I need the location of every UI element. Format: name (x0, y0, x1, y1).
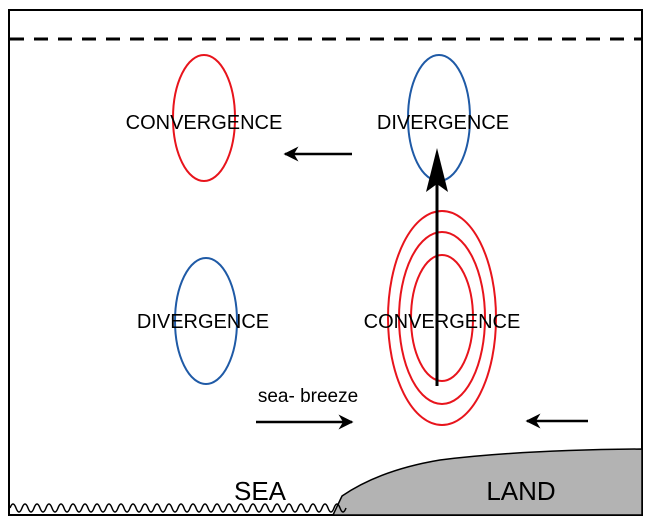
upper-convergence-label: CONVERGENCE (126, 112, 283, 134)
lower-divergence-label: DIVERGENCE (137, 311, 269, 333)
diagram-frame (8, 9, 643, 516)
land-surface (331, 448, 643, 516)
convergence-ring-middle (398, 231, 486, 405)
lower-divergence-ellipse (174, 257, 238, 385)
lower-convergence-label: CONVERGENCE (364, 311, 521, 333)
land-label: LAND (486, 476, 555, 506)
convergence-ring-inner (410, 254, 474, 382)
sea-breeze-label: sea- breeze (258, 386, 358, 407)
sea-waves (9, 503, 347, 513)
convergence-ring-outer (387, 210, 497, 426)
upper-divergence-label: DIVERGENCE (377, 112, 509, 134)
lower-convergence-rings (387, 210, 497, 426)
sea-label: SEA (234, 476, 287, 506)
upper-convergence-ellipse (172, 54, 236, 182)
updraft-arrow-icon (426, 148, 448, 192)
